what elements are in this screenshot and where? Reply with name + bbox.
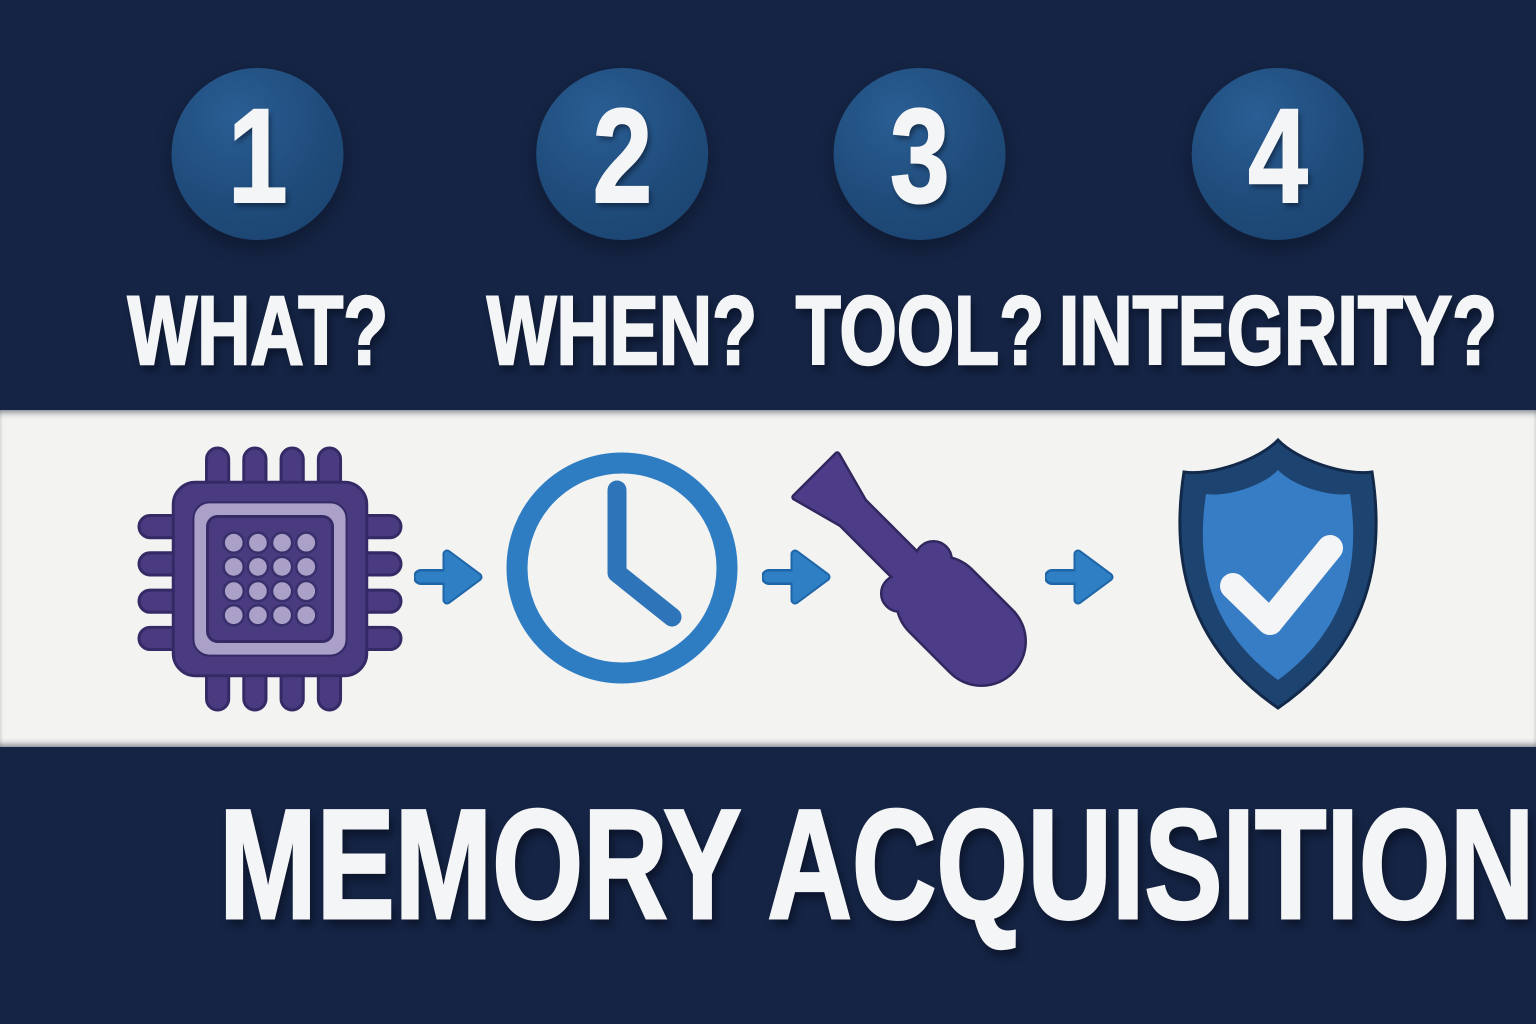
- step-integrity: 4 INTEGRITY?: [990, 68, 1536, 385]
- step-label: WHEN?: [486, 276, 758, 385]
- step-label-wrap: WHAT?: [87, 276, 430, 385]
- icon-flow-band: [0, 410, 1536, 747]
- step-label: INTEGRITY?: [1058, 276, 1498, 385]
- step-number-circle: 1: [172, 68, 344, 240]
- step-label: TOOL?: [795, 276, 1045, 385]
- title-band: MEMORY ACQUISITION: [0, 747, 1536, 1024]
- step-what: 1 WHAT?: [87, 68, 430, 385]
- step-number: 2: [591, 82, 652, 231]
- arrow-right-icon: [1045, 549, 1114, 605]
- step-when: 2 WHEN?: [444, 68, 800, 385]
- step-number-circle: 4: [1191, 68, 1364, 240]
- arrow-right-icon: [762, 549, 831, 605]
- step-label-wrap: TOOL?: [757, 276, 1084, 385]
- shield-check-icon: [1178, 437, 1378, 710]
- screwdriver-icon: [791, 451, 1027, 687]
- step-label: WHAT?: [127, 276, 390, 385]
- step-number: 3: [889, 82, 950, 231]
- arrow-right-icon: [414, 549, 483, 605]
- clock-icon: [506, 452, 738, 684]
- step-number-circle: 2: [535, 68, 708, 240]
- steps-band: 1 WHAT? 2 WHEN? 3 TOOL? 4: [0, 0, 1536, 410]
- step-label-wrap: WHEN?: [444, 276, 800, 385]
- cpu-chip-icon: [137, 446, 403, 712]
- step-number: 4: [1247, 82, 1308, 231]
- step-number: 1: [227, 82, 288, 231]
- step-number-circle: 3: [834, 68, 1006, 240]
- step-label-wrap: INTEGRITY?: [990, 276, 1536, 385]
- step-tool: 3 TOOL?: [757, 68, 1084, 385]
- page-title: MEMORY ACQUISITION: [218, 778, 1535, 952]
- page-title-wrap: MEMORY ACQUISITION: [0, 778, 1536, 952]
